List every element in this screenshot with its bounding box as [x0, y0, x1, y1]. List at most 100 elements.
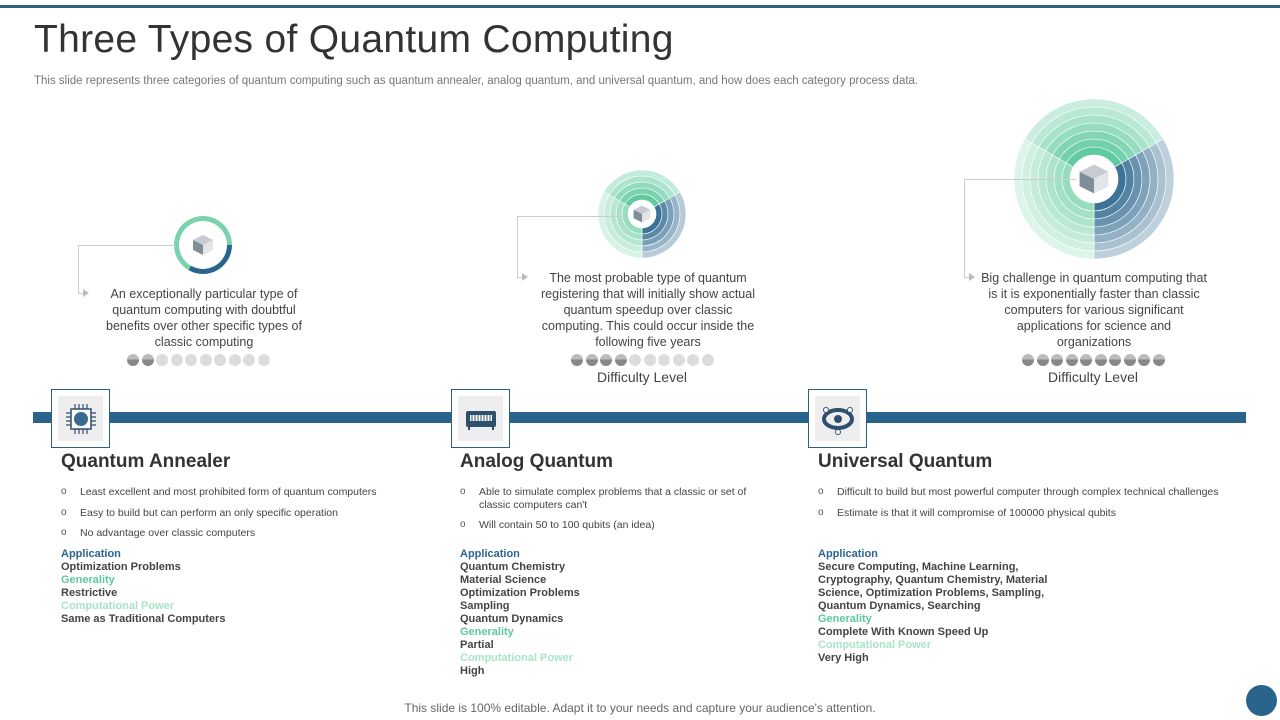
- cube-icon: [193, 235, 213, 255]
- power-value: Very High: [818, 652, 869, 664]
- difficulty-dot: [672, 354, 685, 366]
- annealer-description: An exceptionally particular type of quan…: [106, 287, 302, 349]
- generality-label: Generality: [818, 613, 872, 625]
- arrow-icon: [522, 273, 528, 281]
- footer-note: This slide is 100% editable. Adapt it to…: [404, 701, 876, 715]
- application-value: Optimization Problems: [61, 561, 181, 573]
- difficulty-dot: [141, 354, 154, 366]
- annealer-heading: Quantum Annealer: [61, 451, 231, 472]
- difficulty-dot: [1152, 354, 1165, 366]
- analog-specs: Application Quantum Chemistry Material S…: [460, 548, 710, 678]
- difficulty-dot: [228, 354, 241, 366]
- difficulty-dot: [243, 354, 255, 366]
- difficulty-dot: [658, 354, 670, 366]
- annealer-bullets: Least excellent and most prohibited form…: [61, 486, 431, 548]
- universal-sector-graphic: [1014, 99, 1174, 259]
- universal-bullets: Difficult to build but most powerful com…: [818, 486, 1258, 527]
- connector-line: [517, 216, 625, 277]
- arrow-icon: [83, 289, 89, 297]
- sector-ring: [598, 191, 643, 259]
- difficulty-dot: [1036, 354, 1049, 366]
- connector-line: [78, 245, 176, 293]
- difficulty-dot: [199, 354, 212, 366]
- universal-specs: Application Secure Computing, Machine Le…: [818, 548, 1058, 665]
- power-label: Computational Power: [818, 639, 932, 651]
- analog-description: The most probable type of quantum regist…: [541, 271, 755, 349]
- difficulty-dot: [643, 354, 656, 366]
- difficulty-rating: [1022, 354, 1165, 366]
- difficulty-dot: [214, 354, 226, 366]
- connector-line: [964, 277, 970, 278]
- bullet-item: Difficult to build but most powerful com…: [818, 486, 1258, 499]
- power-value: High: [460, 665, 485, 677]
- analog-icon-box: [451, 389, 510, 448]
- universal-icon-box: [808, 389, 867, 448]
- difficulty-dot: [687, 354, 699, 366]
- universal-heading: Universal Quantum: [818, 451, 993, 472]
- ring-segment: [188, 245, 232, 274]
- bullet-item: Estimate is that it will compromise of 1…: [818, 507, 1258, 520]
- difficulty-dot: [1138, 354, 1150, 366]
- difficulty-dot: [1094, 354, 1107, 366]
- difficulty-dot: [571, 354, 583, 366]
- difficulty-dot: [585, 354, 598, 366]
- cube-icon: [633, 205, 651, 223]
- generality-value: Complete With Known Speed Up: [818, 626, 989, 638]
- difficulty-label: Difficulty Level: [596, 369, 687, 385]
- timeline-bar: [33, 412, 1246, 423]
- atom-icon: [821, 406, 854, 435]
- application-value: Quantum Chemistry Material Science Optim…: [460, 561, 580, 625]
- difficulty-dot: [1109, 354, 1121, 366]
- difficulty-dot: [127, 354, 139, 366]
- difficulty-rating: [127, 354, 270, 366]
- annealer-icon-box: [51, 389, 110, 448]
- power-label: Computational Power: [460, 652, 574, 664]
- difficulty-dot: [1123, 354, 1136, 366]
- analog-bullets: Able to simulate complex problems that a…: [460, 486, 750, 540]
- analog-heading: Analog Quantum: [460, 451, 614, 472]
- bullet-item: Will contain 50 to 100 qubits (an idea): [460, 519, 750, 532]
- sector-ring: [1014, 138, 1095, 259]
- generality-label: Generality: [460, 626, 514, 638]
- difficulty-dot: [600, 354, 612, 366]
- difficulty-dot: [1080, 354, 1092, 366]
- difficulty-dot: [156, 354, 168, 366]
- analog-sector-graphic: [598, 170, 687, 259]
- bullet-item: Least excellent and most prohibited form…: [61, 486, 431, 499]
- annealer-specs: Application Optimization Problems Genera…: [61, 548, 311, 626]
- difficulty-rating: [571, 354, 714, 366]
- connector-line: [517, 277, 523, 278]
- universal-description: Big challenge in quantum computing that …: [981, 271, 1207, 349]
- cube-icon: [1079, 164, 1109, 194]
- device-icon: [465, 410, 496, 430]
- difficulty-dot: [257, 354, 270, 366]
- difficulty-dot: [701, 354, 714, 366]
- connector-line: [78, 293, 84, 294]
- difficulty-dot: [185, 354, 197, 366]
- application-label: Application: [460, 548, 520, 560]
- connector-line: [964, 179, 1076, 277]
- chip-icon: [65, 403, 96, 434]
- bullet-item: No advantage over classic computers: [61, 527, 431, 540]
- page-title: Three Types of Quantum Computing: [34, 18, 674, 61]
- generality-label: Generality: [61, 574, 115, 586]
- application-value: Secure Computing, Machine Learning, Cryp…: [818, 561, 1048, 612]
- generality-value: Restrictive: [61, 587, 118, 599]
- top-border: [0, 5, 1280, 8]
- arrow-icon: [969, 273, 975, 281]
- power-label: Computational Power: [61, 600, 175, 612]
- generality-value: Partial: [460, 639, 494, 651]
- difficulty-dot: [1065, 354, 1078, 366]
- bullet-item: Able to simulate complex problems that a…: [460, 486, 750, 511]
- annealer-ring-graphic: [174, 216, 232, 274]
- difficulty-label: Difficulty Level: [1047, 369, 1138, 385]
- difficulty-dot: [629, 354, 641, 366]
- difficulty-dot: [1022, 354, 1034, 366]
- difficulty-dot: [1051, 354, 1063, 366]
- page-subtitle: This slide represents three categories o…: [34, 75, 919, 87]
- bullet-item: Easy to build but can perform an only sp…: [61, 507, 431, 520]
- difficulty-dot: [614, 354, 627, 366]
- difficulty-dot: [170, 354, 183, 366]
- application-label: Application: [818, 548, 878, 560]
- page-indicator: [1246, 685, 1277, 716]
